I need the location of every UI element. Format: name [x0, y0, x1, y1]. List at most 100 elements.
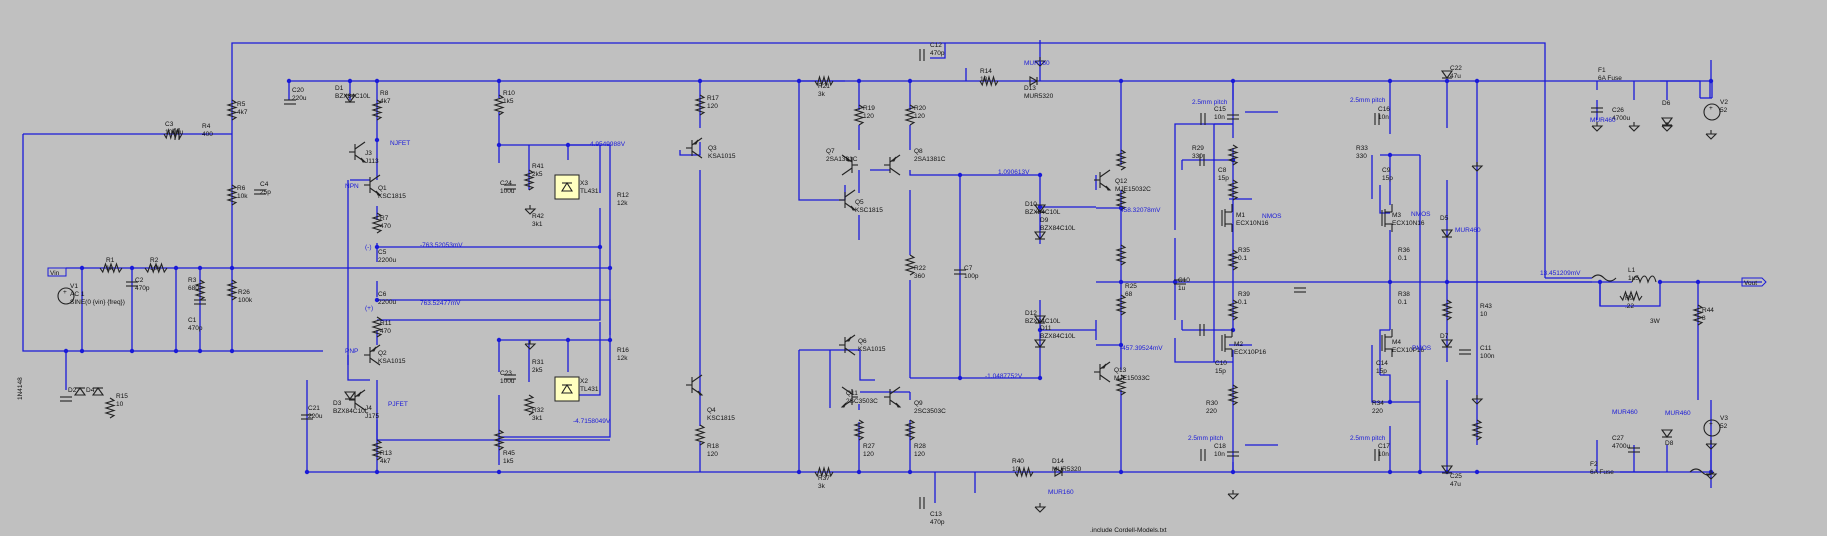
junction-dot	[607, 265, 613, 271]
component-name-x3: X3	[580, 180, 588, 187]
transistor-arrow	[845, 336, 852, 342]
tl431-box	[554, 174, 580, 200]
resistor-symbol	[814, 465, 834, 479]
junction-dot	[1037, 204, 1043, 210]
component-name-c12: C12	[930, 42, 942, 49]
component-name-r45: R45	[503, 450, 515, 457]
junction-dot	[1230, 469, 1236, 475]
resistor-symbol	[1227, 144, 1239, 166]
ground-icon	[1705, 443, 1718, 450]
wire	[377, 299, 611, 335]
component-name-r33: R33	[1356, 145, 1368, 152]
voltage-label-v4: -4.7158049V	[573, 418, 611, 425]
junction-dot	[565, 142, 571, 148]
component-name-c7: C7	[964, 265, 973, 272]
component-name-c22: C22	[1450, 65, 1462, 72]
junction-dot	[79, 265, 85, 271]
junction-dot	[129, 265, 135, 271]
component-name-r17: R17	[707, 95, 719, 102]
component-name-r8: R8	[380, 90, 389, 97]
component-value-d11: BZX84C10L	[1040, 333, 1076, 340]
transistor-lead	[844, 347, 856, 356]
component-value-c5: 2200u	[378, 257, 396, 264]
junction-dot	[173, 348, 179, 354]
pitch-label-p2: 2.5mm pitch	[1350, 97, 1386, 104]
output-port-icon	[1741, 277, 1767, 287]
component-name-c14: C14	[1376, 360, 1388, 367]
component-name-r13: R13	[380, 450, 392, 457]
junction-dot	[957, 172, 963, 178]
tl431-box	[554, 376, 580, 402]
component-name-q13: Q13	[1114, 367, 1127, 374]
transistor-arrow	[697, 390, 704, 396]
diode-triangle	[1440, 339, 1454, 348]
component-name-m1: M1	[1236, 212, 1245, 219]
wire	[498, 112, 611, 268]
component-name-c10: C10	[1178, 277, 1190, 284]
junction-dot	[907, 469, 913, 475]
transistor-lead	[354, 402, 366, 411]
diode-triangle	[1029, 76, 1039, 86]
component-value-c17: 10n	[1378, 451, 1389, 458]
component-value-q4: KSC1815	[707, 415, 735, 422]
component-value-c9: 15p	[1382, 175, 1393, 182]
voltage-source-icon	[1703, 103, 1721, 121]
transistor-lead	[841, 386, 853, 395]
ground-icon	[1471, 165, 1484, 172]
component-extra-v1: SINE(0 {vin} {freq})	[70, 299, 125, 306]
component-value-x3: TL431	[580, 188, 599, 195]
component-value-r41: 2k5	[532, 171, 543, 178]
component-value-q6: KSA1015	[858, 346, 886, 353]
component-value-r19: 120	[863, 113, 874, 120]
type-label-mur4: MUR460	[1590, 117, 1616, 124]
component-value-q11: 2SC3503C	[846, 398, 878, 405]
junction-dot	[1037, 327, 1043, 333]
diode-triangle	[343, 391, 357, 400]
diode-triangle	[1660, 117, 1674, 126]
component-name-c16: C16	[1378, 106, 1390, 113]
transistor-lead	[889, 386, 901, 395]
component-name-r43: R43	[1480, 303, 1492, 310]
voltage-label-v6: -1.0487752V	[985, 373, 1023, 380]
junction-dot	[496, 142, 502, 148]
component-value-r16: 12k	[617, 355, 628, 362]
junction-dot	[1657, 279, 1663, 285]
junction-dot	[1417, 469, 1423, 475]
junction-dot	[1444, 78, 1450, 84]
resistor-symbol	[814, 74, 834, 88]
transistor-lead	[354, 141, 366, 150]
component-name-x2: X2	[580, 378, 588, 385]
wire	[307, 455, 1712, 473]
component-name-r28: R28	[914, 443, 926, 450]
ground-icon	[1628, 125, 1641, 132]
component-value-c1: 470p	[188, 325, 203, 332]
component-name-c26: C26	[1612, 107, 1624, 114]
resistor-symbol	[979, 74, 999, 88]
component-value-c27: 4700u	[1612, 443, 1630, 450]
type-label-mur5: MUR460	[1612, 409, 1638, 416]
component-name-f1: F1	[1598, 67, 1606, 74]
component-name-c24: C24	[500, 180, 512, 187]
component-value-r44: 8	[1702, 315, 1706, 322]
component-value-v3: 52	[1720, 423, 1728, 430]
component-value-d3: BZX84C10L	[333, 408, 369, 415]
component-value-q9: 2SC3503C	[914, 408, 946, 415]
component-value-r15: 10	[116, 401, 124, 408]
tl431-diode	[561, 383, 573, 394]
transistor-lead	[841, 167, 853, 176]
component-value-r22: 360	[914, 273, 925, 280]
junction-dot	[374, 137, 380, 143]
type-label-pjfet: PJFET	[388, 401, 408, 408]
junction-dot	[197, 348, 203, 354]
component-name-c15: C15	[1214, 106, 1226, 113]
component-value-d2: 1N4148	[17, 377, 24, 400]
voltage-label-v8: -457.39524mV	[1120, 345, 1163, 352]
component-value-r27: 120	[863, 451, 874, 458]
component-value-r33: 330	[1356, 153, 1367, 160]
transistor-arrow	[1105, 185, 1112, 191]
component-name-c21: C21	[308, 405, 320, 412]
wire	[499, 268, 611, 438]
component-name-d3: D3	[333, 400, 342, 407]
component-value-r4: 400	[202, 131, 213, 138]
component-value-q7: 2SA1381C	[826, 156, 858, 163]
